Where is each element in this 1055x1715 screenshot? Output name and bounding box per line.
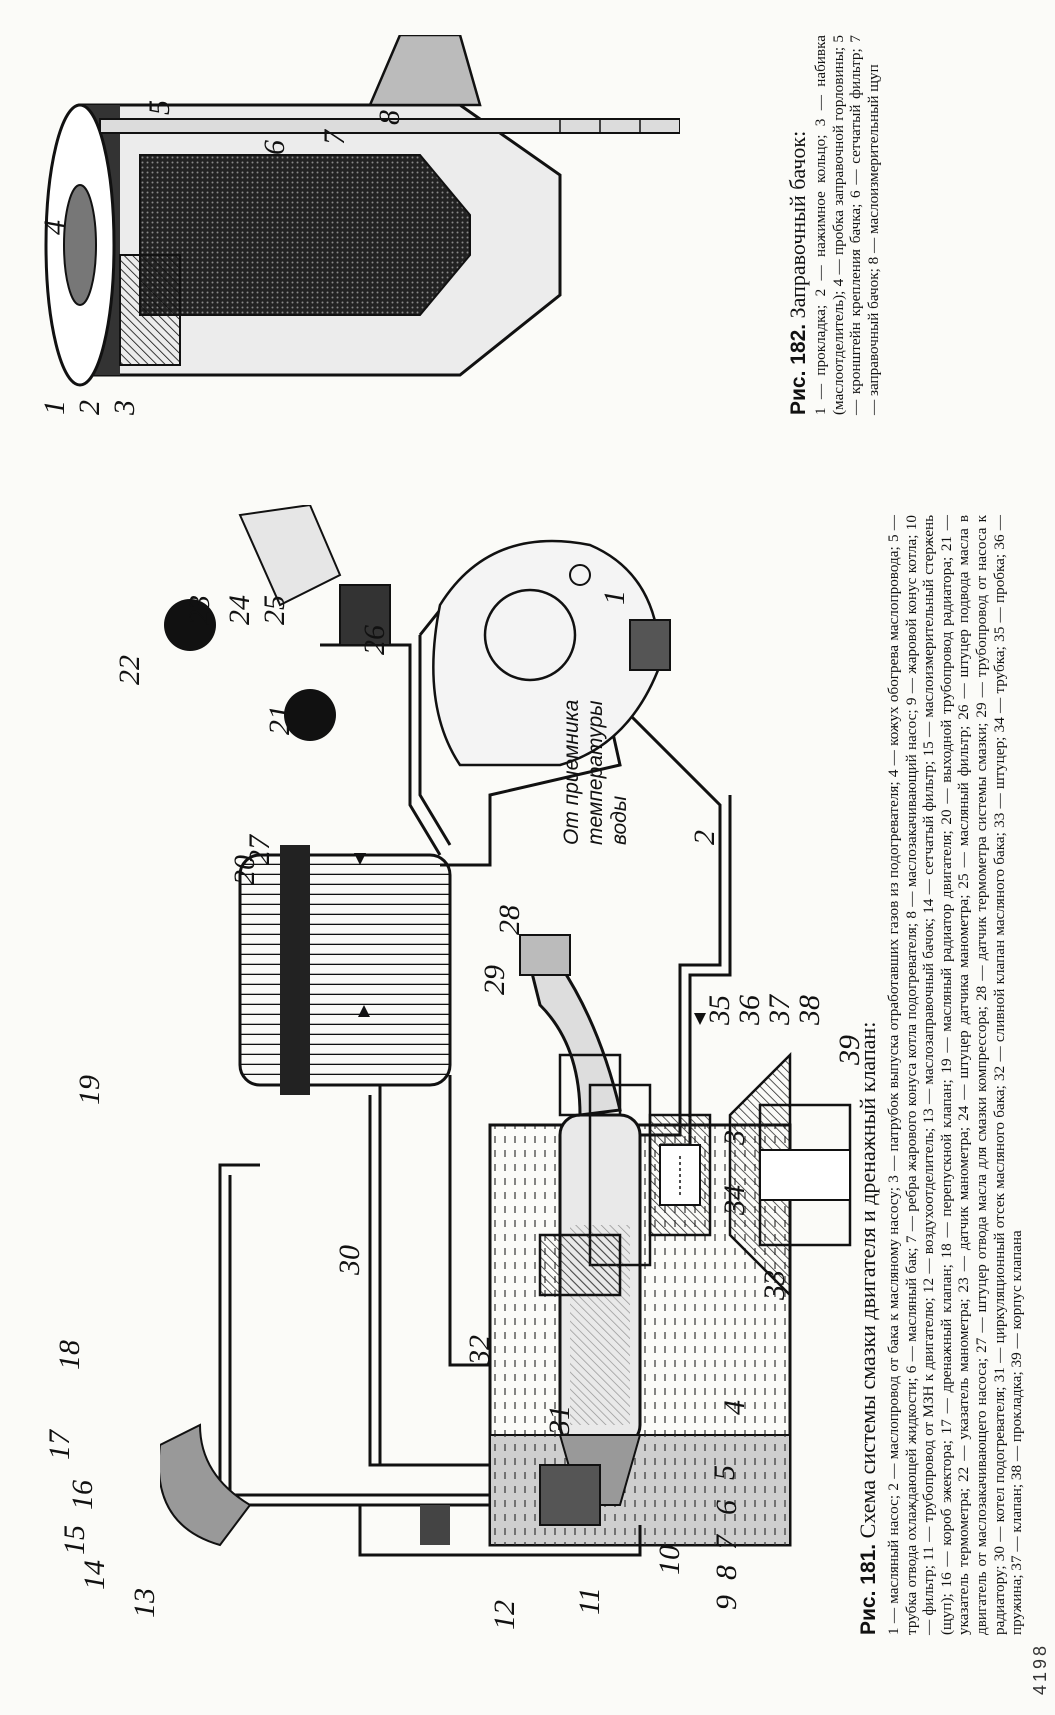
water-temp-note: От приемника температуры воды [560,699,631,845]
callout-9: 9 [710,1595,743,1610]
callout-17: 17 [43,1430,76,1460]
callout-16: 16 [66,1480,99,1510]
page-footer: 4198 [1030,1642,1050,1695]
fig181-caption-title: Рис. 181. Схема системы смазки двигателя… [855,515,882,1635]
callout-14: 14 [78,1560,111,1590]
fig182-filler-tank [44,35,680,387]
fig182-callout-7: 7 [318,130,351,145]
callout-10: 10 [653,1545,686,1575]
fig181-caption-body: 1 — масляный насос; 2 — маслопровод от б… [885,515,1026,1635]
callout-4: 4 [718,1400,751,1415]
callout-22: 22 [113,655,146,685]
fig182-callout-1: 1 [38,400,71,415]
callout-19: 19 [73,1075,106,1105]
callout-29: 29 [478,965,511,995]
callout-8: 8 [710,1565,743,1580]
fig181-title: Схема системы смазки двигателя и дренажн… [855,1021,880,1539]
callout-25: 25 [258,595,291,625]
fig182-callout-4: 4 [38,220,71,235]
callout-5: 5 [708,1465,741,1480]
callout-6: 6 [710,1500,743,1515]
callout-13: 13 [128,1588,161,1618]
callout-24: 24 [223,595,256,625]
callout-33: 33 [758,1270,791,1300]
fig182-callout-8: 8 [373,110,406,125]
callout-18: 18 [53,1340,86,1370]
fig182-caption-body: 1 — прокладка; 2 — нажимное кольцо; 3 — … [812,35,882,415]
callout-1: 1 [598,590,631,605]
callout-15: 15 [58,1525,91,1555]
callout-37: 37 [763,995,796,1025]
callout-21: 21 [263,705,296,735]
callout-32: 32 [463,1335,496,1365]
callout-27: 27 [243,835,276,865]
callout-34: 34 [718,1185,751,1215]
callout-35: 35 [703,995,736,1025]
fig182-label: Рис. 182. [787,323,810,415]
callout-36: 36 [733,995,766,1025]
fig182-callout-6: 6 [258,140,291,155]
fig182-callout-5: 5 [143,100,176,115]
callout-31: 31 [543,1405,576,1435]
callout-26: 26 [358,625,391,655]
callout-30: 30 [333,1245,366,1275]
callout-38: 38 [793,995,826,1025]
callout-23: 23 [183,595,216,625]
fig182-callout-2: 2 [73,400,106,415]
callout-12: 12 [488,1600,521,1630]
callout-2: 2 [688,830,721,845]
callout-28: 28 [493,905,526,935]
fig182-caption-title: Рис. 182. Заправочный бачок: [785,35,812,415]
fig182-title: Заправочный бачок: [785,130,810,319]
fig181-label: Рис. 181. [857,1543,880,1635]
callout-7: 7 [710,1535,743,1550]
fig182-callout-3: 3 [108,400,141,415]
drain-valve-detail [538,1051,852,1299]
callout-11: 11 [573,1587,606,1615]
